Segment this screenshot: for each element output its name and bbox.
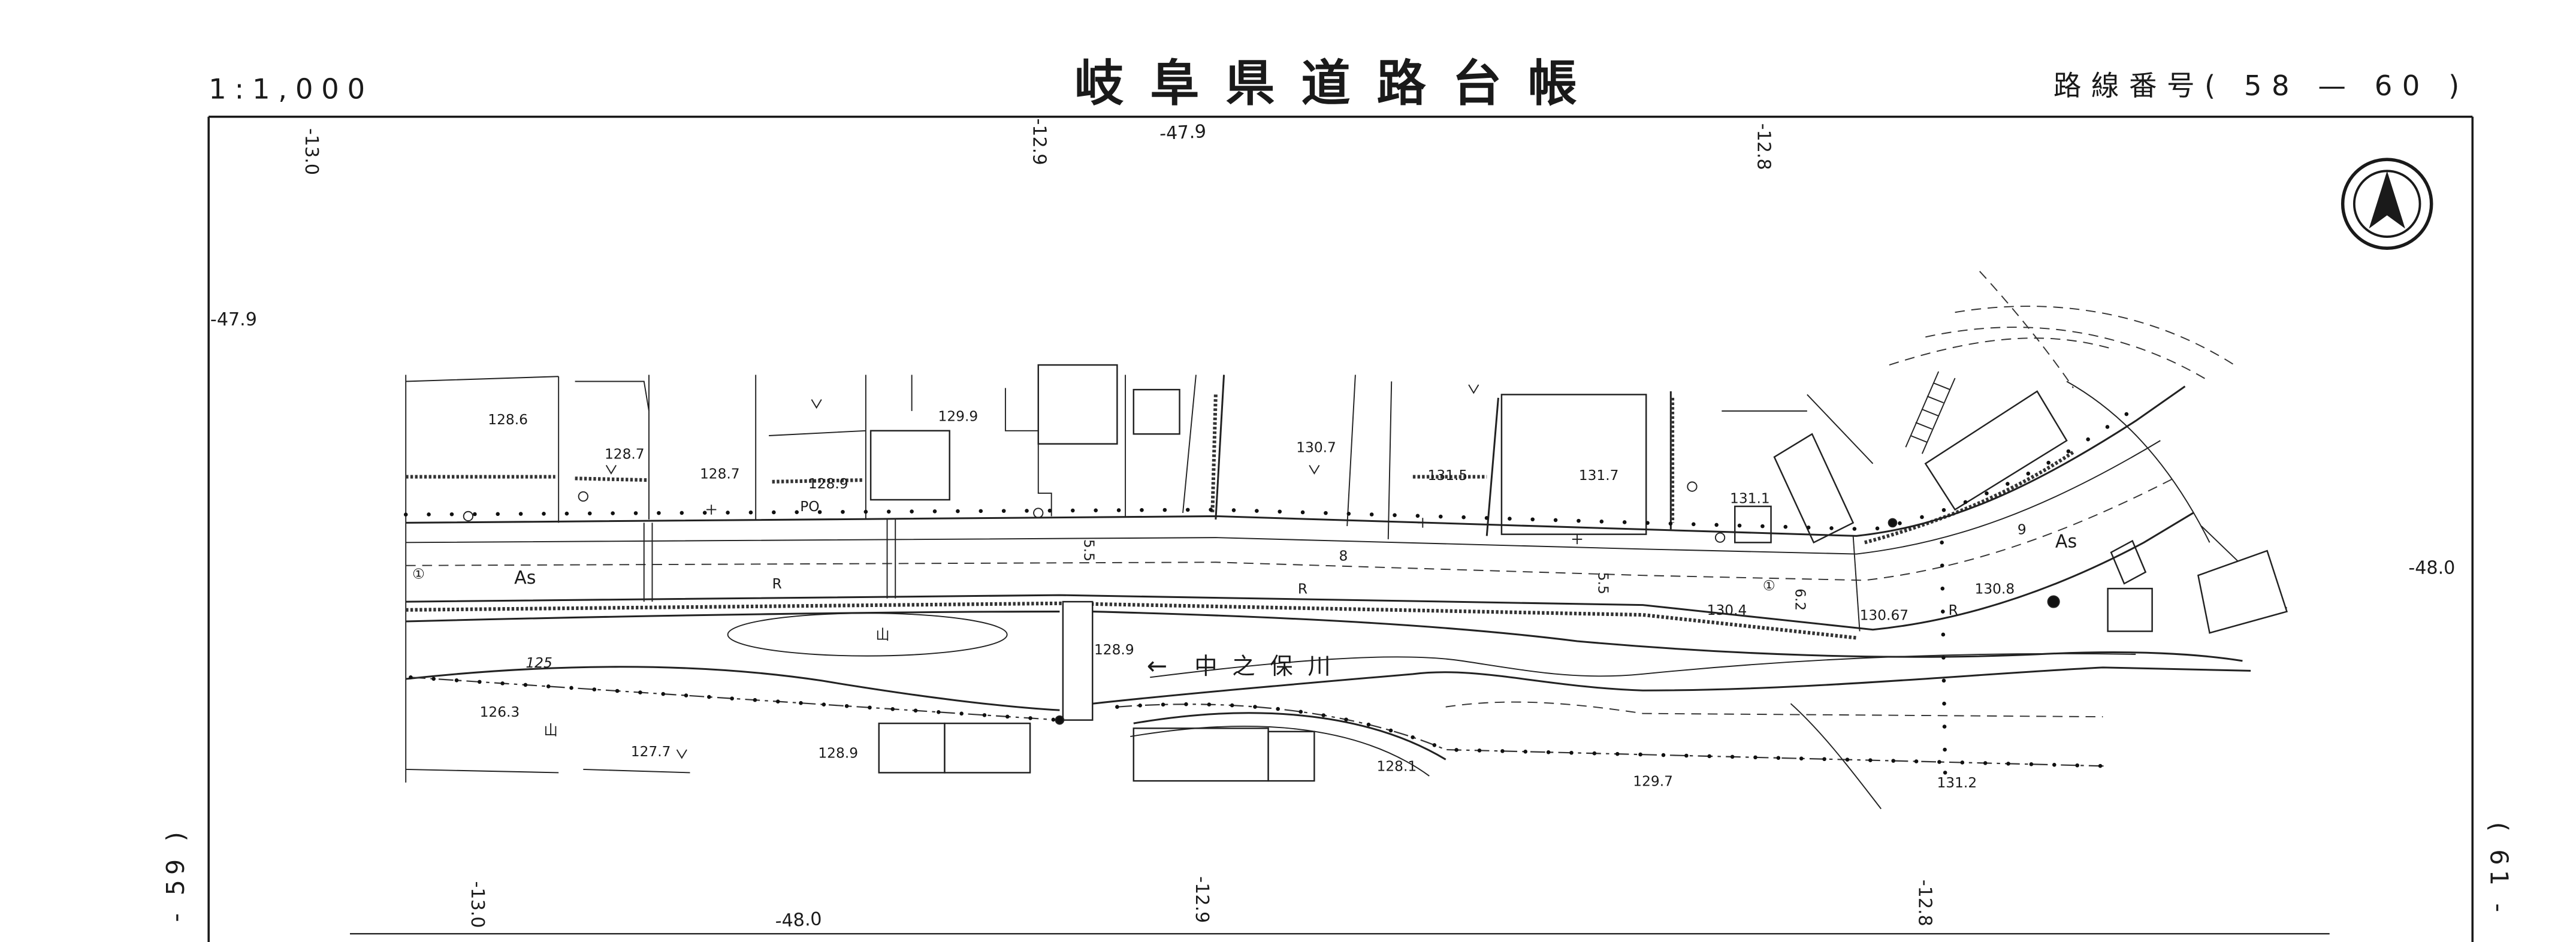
width-label: 6.2 [1792, 588, 1808, 611]
width-label: 5.5 [1081, 539, 1097, 561]
pole-label: PO [800, 499, 819, 515]
grid-labels: -13.0 -12.9 -47.9 -12.8 -47.9 -48.0 -13.… [210, 119, 2455, 932]
sheet-title: 岐阜県道路台帳 [1074, 55, 1603, 112]
building [1500, 394, 1647, 535]
map-frame [207, 116, 2474, 942]
bridge [1062, 600, 1094, 721]
spot-height: 130.7 [1296, 439, 1336, 455]
spot-height: 130.8 [1975, 581, 2015, 597]
spot-height: 129.7 [1633, 773, 1673, 789]
building [1133, 388, 1180, 435]
adjacent-sheet-right: ( 61 - [2484, 822, 2513, 917]
grid-label-bottom: -13.0 [467, 881, 488, 928]
spot-height: 131.1 [1730, 490, 1770, 506]
pavement-label: As [514, 567, 536, 588]
spot-height: 131.2 [1937, 775, 1977, 791]
spot-height: 128.9 [818, 745, 858, 762]
building [878, 722, 946, 774]
grid-label-bottom: -48.0 [775, 908, 823, 932]
north-arrow-icon [2341, 158, 2433, 250]
spot-height: 126.3 [480, 704, 520, 720]
route-number: 路線番号( 58 — 60 ) [2053, 70, 2469, 102]
building [2107, 587, 2153, 632]
stair-symbol [1905, 371, 1956, 454]
building [1133, 727, 1269, 782]
spot-height: 128.7 [605, 446, 645, 462]
spot-height: 130.4 [1707, 602, 1747, 618]
map-labels: 128.6 128.7 128.7 128.9 129.9 130.7 131.… [412, 408, 2077, 791]
sidewalk-line [406, 440, 2161, 555]
map-symbols [463, 384, 2060, 759]
spot-height: 129.9 [938, 408, 979, 424]
road-north-edge [406, 385, 2186, 537]
road-center-line [406, 476, 2178, 581]
building [1773, 433, 1855, 544]
spot-height: 128.1 [1377, 759, 1417, 775]
spot-height: 128.9 [1094, 642, 1134, 658]
map-scale: 1:1,000 [209, 73, 373, 105]
road-boundary-dots [403, 406, 2138, 532]
mountain-symbol: 山 [544, 722, 558, 738]
contour-label: 125 [526, 655, 552, 671]
building [944, 722, 1031, 774]
spot-height: 128.6 [488, 412, 528, 428]
road [403, 385, 2194, 640]
road-label: R [772, 576, 782, 592]
spot-height: 128.7 [700, 466, 740, 482]
building [1267, 730, 1315, 782]
road-south-edge [406, 512, 2194, 631]
circled-marker: ① [1763, 578, 1775, 594]
adjacent-sheet-left: - 59 ) [161, 827, 190, 922]
building [1037, 364, 1118, 445]
river [406, 600, 2251, 721]
width-label: 5.5 [1595, 572, 1611, 594]
grid-label-right: -48.0 [2408, 557, 2455, 578]
mountain-symbol: 山 [875, 627, 889, 643]
spot-height: 131.5 [1428, 467, 1468, 484]
spot-height: 131.7 [1579, 467, 1619, 484]
road-label: R [1298, 581, 1307, 597]
grid-label-left: -47.9 [210, 309, 257, 330]
grid-label-top: -12.8 [1753, 123, 1774, 170]
building [2197, 550, 2288, 634]
circled-marker: ① [412, 566, 425, 582]
grid-label-top: -47.9 [1159, 121, 1207, 144]
spot-height: 128.9 [808, 476, 848, 492]
river-name: 中之保川 [1194, 653, 1345, 680]
road-label: R [1949, 602, 1958, 618]
buildings [869, 364, 2288, 782]
spot-height: 127.7 [631, 744, 671, 760]
parcel-boundaries [405, 271, 2288, 783]
width-label: 8 [1339, 548, 1348, 564]
building [869, 430, 950, 501]
pavement-label: As [2055, 532, 2077, 552]
grid-label-top: -13.0 [301, 128, 322, 175]
guard-wall [406, 601, 1857, 640]
river-north-bank [406, 611, 2243, 662]
river-flow-arrow: ← [1147, 651, 1167, 680]
river-south-bank [406, 666, 2251, 711]
hedges [406, 394, 2074, 545]
building [1924, 390, 2068, 511]
grid-label-bottom: -12.8 [1914, 880, 1935, 926]
grid-label-bottom: -12.9 [1191, 876, 1212, 923]
grid-label-top: -12.9 [1029, 119, 1050, 165]
building [2110, 539, 2147, 585]
spot-height: 130.67 [1860, 607, 1909, 623]
river-island [727, 612, 1008, 657]
lower-boundaries [406, 541, 2109, 810]
width-label: 9 [2018, 522, 2027, 538]
